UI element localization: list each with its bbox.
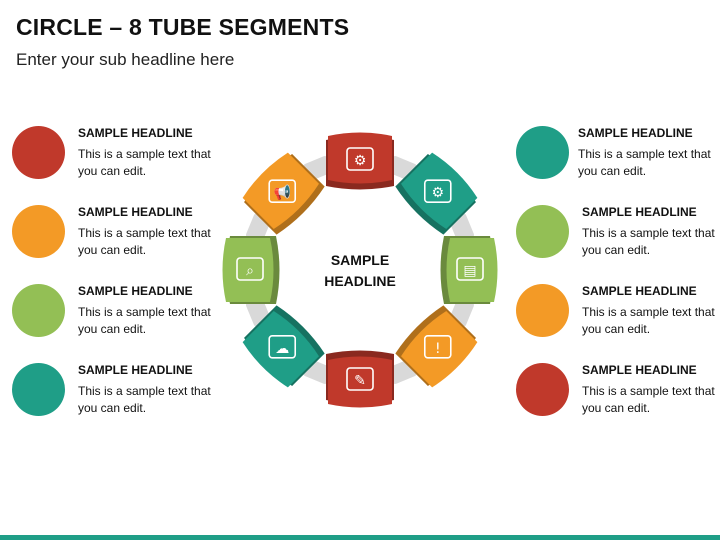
svg-text:✎: ✎ <box>354 373 366 389</box>
color-dot <box>12 205 65 258</box>
right-item-4: SAMPLE HEADLINE This is a sample text th… <box>516 363 720 433</box>
center-line-2: HEADLINE <box>324 273 396 289</box>
svg-text:⚙: ⚙ <box>432 185 445 201</box>
ring-segment: ✎ <box>326 350 394 408</box>
page-subtitle: Enter your sub headline here <box>16 50 235 69</box>
item-headline: SAMPLE HEADLINE <box>578 126 693 140</box>
segment-face <box>242 311 319 388</box>
alert-chat-icon: ! <box>423 334 452 359</box>
bottom-accent-bar <box>0 535 720 540</box>
ring-segment: ⚙ <box>395 152 478 235</box>
svg-text:⚙: ⚙ <box>354 153 367 169</box>
item-headline: SAMPLE HEADLINE <box>78 284 193 298</box>
search-gear-icon: ⌕ <box>236 257 264 281</box>
segment-face <box>446 238 498 302</box>
color-dot <box>516 126 569 179</box>
right-item-1: SAMPLE HEADLINE This is a sample text th… <box>516 126 720 196</box>
item-text: This is a sample text that you can edit. <box>582 384 715 415</box>
item-headline: SAMPLE HEADLINE <box>582 284 697 298</box>
ring-segment: 📢 <box>242 152 325 235</box>
left-item-2: SAMPLE HEADLINE This is a sample text th… <box>12 205 242 275</box>
right-item-2: SAMPLE HEADLINE This is a sample text th… <box>516 205 720 275</box>
item-headline: SAMPLE HEADLINE <box>582 363 697 377</box>
svg-text:!: ! <box>435 341 441 357</box>
ring-segment: ! <box>395 305 478 388</box>
left-item-3: SAMPLE HEADLINE This is a sample text th… <box>12 284 242 354</box>
center-headline: SAMPLE HEADLINE <box>300 250 420 292</box>
svg-text:☁: ☁ <box>275 341 289 357</box>
ring-segments: ⚙ ⚙ ▤! ✎ ☁ ⌕ 📢 <box>222 132 498 408</box>
segment-face <box>328 132 392 184</box>
item-headline: SAMPLE HEADLINE <box>78 205 193 219</box>
svg-text:▤: ▤ <box>463 263 476 279</box>
color-dot <box>12 126 65 179</box>
item-text: This is a sample text that you can edit. <box>582 226 715 257</box>
ring-segment: ☁ <box>242 305 325 388</box>
item-text: This is a sample text that you can edit. <box>78 147 211 178</box>
item-headline: SAMPLE HEADLINE <box>582 205 697 219</box>
segment-face <box>401 311 478 388</box>
certificate-icon: ▤ <box>456 257 484 281</box>
segment-face <box>242 152 319 229</box>
center-line-1: SAMPLE <box>330 252 390 268</box>
color-dot <box>12 284 65 337</box>
item-text: This is a sample text that you can edit. <box>582 305 715 336</box>
megaphone-icon: 📢 <box>268 179 297 204</box>
color-dot <box>516 205 569 258</box>
ring-segment: ▤ <box>440 236 498 304</box>
item-headline: SAMPLE HEADLINE <box>78 126 193 140</box>
item-text: This is a sample text that you can edit. <box>78 305 211 336</box>
gears-workflow-icon: ⚙ <box>423 179 452 204</box>
item-text: This is a sample text that you can edit. <box>78 226 211 257</box>
svg-text:⌕: ⌕ <box>246 263 254 279</box>
color-dot <box>516 284 569 337</box>
blueprint-ruler-icon: ✎ <box>346 367 374 391</box>
ring-segment: ⚙ <box>326 132 394 190</box>
item-headline: SAMPLE HEADLINE <box>78 363 193 377</box>
item-text: This is a sample text that you can edit. <box>78 384 211 415</box>
right-item-3: SAMPLE HEADLINE This is a sample text th… <box>516 284 720 354</box>
blueprint-gear-icon: ⚙ <box>346 147 374 171</box>
segment-face <box>328 356 392 408</box>
left-item-4: SAMPLE HEADLINE This is a sample text th… <box>12 363 242 433</box>
page-title: CIRCLE – 8 TUBE SEGMENTS <box>16 14 350 40</box>
color-dot <box>12 363 65 416</box>
color-dot <box>516 363 569 416</box>
cloud-gear-icon: ☁ <box>268 334 297 359</box>
segment-face <box>401 152 478 229</box>
item-text: This is a sample text that you can edit. <box>578 147 711 178</box>
svg-text:📢: 📢 <box>273 184 290 201</box>
segment-face <box>222 238 274 302</box>
ring-segment: ⌕ <box>222 236 280 304</box>
left-item-1: SAMPLE HEADLINE This is a sample text th… <box>12 126 242 196</box>
